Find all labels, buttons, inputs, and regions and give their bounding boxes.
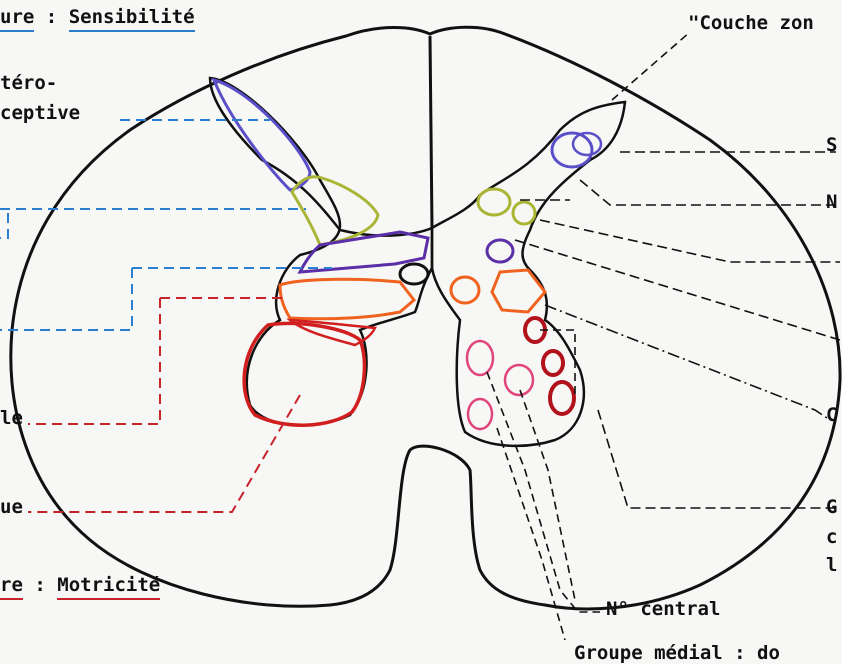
black-leader-lines (487, 32, 840, 640)
sensory-heading: ure : Sensibilité (0, 8, 195, 27)
extero-label-1: téro- (0, 74, 57, 93)
nucleus-olive-2 (513, 202, 535, 224)
groupe-medial-label: Groupe médial : do (574, 644, 780, 663)
zone-red-left (244, 323, 364, 425)
right-label-n: N (826, 193, 837, 212)
right-label-c2: c (826, 528, 837, 547)
le-label: le (0, 409, 23, 428)
motor-prefix: re (0, 574, 23, 600)
couche-label: "Couche zon (688, 14, 814, 33)
nucleus-olive-1 (478, 189, 510, 215)
zone-orange-left (280, 279, 414, 318)
nucleus-red-2 (543, 351, 563, 375)
cord-outline (11, 27, 840, 609)
right-label-l: l (826, 556, 837, 575)
nucleus-violet-right-inner (573, 133, 601, 155)
nucleus-pink-2 (505, 365, 533, 395)
nucleus-red-3 (550, 382, 574, 414)
zone-violet-left (214, 80, 310, 190)
nucleus-pink-3 (468, 399, 492, 429)
right-label-s: S (826, 136, 837, 155)
noyau-central-label: N° central (606, 600, 720, 619)
sensory-sep: : (46, 6, 57, 28)
motor-heading: re : Motricité (0, 576, 160, 595)
nucleus-pink-1 (467, 341, 493, 375)
nucleus-orange-1 (451, 277, 479, 303)
nucleus-violet-right (552, 133, 592, 167)
central-canal (400, 264, 428, 284)
red-leader-lines (28, 298, 300, 512)
sensory-title: Sensibilité (69, 6, 195, 32)
nucleus-purple-right (487, 240, 513, 262)
motor-title: Motricité (57, 574, 160, 600)
right-label-g: G (826, 498, 837, 517)
sensory-prefix: ure (0, 6, 34, 32)
median-septum (430, 36, 432, 228)
motor-sep: : (34, 574, 45, 596)
right-label-c: C (826, 406, 837, 425)
extero-label-2: ceptive (0, 104, 80, 123)
ue-label: ue (0, 498, 23, 517)
